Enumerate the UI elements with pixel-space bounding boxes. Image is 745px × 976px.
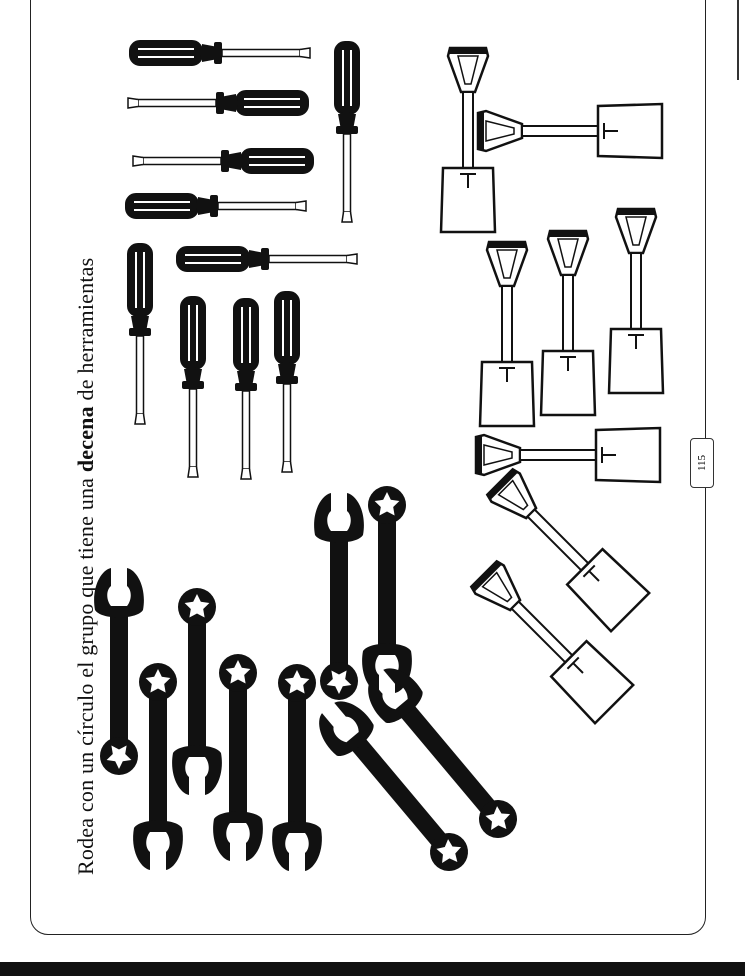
wrench <box>314 493 364 700</box>
wrench <box>272 664 322 871</box>
screwdriver <box>274 291 300 473</box>
screwdriver <box>176 246 358 272</box>
wrench <box>362 486 412 693</box>
screwdriver <box>334 41 360 223</box>
shovel <box>478 240 536 428</box>
shovel <box>539 229 597 417</box>
wrench <box>94 568 144 775</box>
screwdriver <box>233 298 259 480</box>
wrench <box>172 588 222 795</box>
page-number-tab: 115 <box>690 438 714 488</box>
bottom-band <box>0 962 745 976</box>
screwdrivers-group <box>125 40 360 480</box>
page-edge <box>737 0 745 80</box>
screwdriver <box>180 296 206 478</box>
screwdriver <box>127 90 309 116</box>
shovel <box>607 207 665 395</box>
shovels-group <box>439 46 665 725</box>
screwdriver <box>125 193 307 219</box>
screwdriver <box>127 243 153 425</box>
shovel <box>476 102 664 160</box>
shovel <box>474 426 662 484</box>
wrenches-group <box>94 486 530 883</box>
screwdriver <box>129 40 311 66</box>
wrench <box>358 658 530 850</box>
screwdriver <box>132 148 314 174</box>
